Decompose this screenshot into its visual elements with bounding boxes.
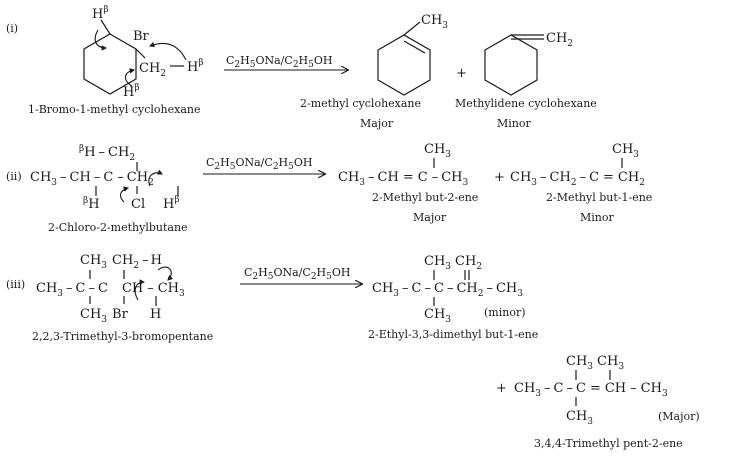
product-minor-status-ii: Minor [580,211,614,224]
h-beta-left-ii: βH [83,196,100,212]
product-major-name-i: 2-methyl cyclohexane [300,97,421,110]
methyl-bottom-minor-iii: CH3 [424,307,451,325]
electron-arrow-3 [94,29,108,51]
chain-minor-iii: CH3–C–C–CH2–CH3 [372,281,523,299]
ch2-label-i: CH2 [139,61,166,79]
ch2-bond-i [135,48,146,59]
reagent-i: C2H5ONa/C2H5OH [226,54,333,70]
methyl-bond-major-i [403,21,421,36]
product-major-name-ii: 2-Methyl but-2-ene [372,191,478,204]
electron-arrow-2 [124,68,136,87]
reaction-i-label: (i) [6,22,18,35]
methyl-top-major-ii: CH3 [424,142,451,160]
product-minor-name-iii: 2-Ethyl-3,3-dimethyl but-1-ene [368,328,538,341]
reagent-ii: C2H5ONa/C2H5OH [206,156,313,172]
chain-ii: CH3–CH–C–CH2 [30,170,154,188]
chain-major-ii: CH3–CH=C–CH3 [338,170,468,188]
product-minor-name-ii: 2-Methyl but-1-ene [546,191,652,204]
product-minor-name-i: Methylidene cyclohexane [455,97,597,110]
methylidene-label: CH2 [546,31,573,49]
product-minor-status-i: Minor [497,117,531,130]
h-beta-ch2-ii: βH–CH2 [79,144,135,163]
product-major-status-iii: (Major) [658,410,700,423]
product-major-name-iii: 3,4,4-Trimethyl pent-2-ene [534,437,683,450]
bromine-label: Br [133,29,150,44]
h-beta-bottom: Hβ [123,83,140,100]
reagent-iii: C2H5ONa/C2H5OH [244,266,351,282]
product-ring-major-i [377,34,431,96]
electron-arrow-ii-b [148,169,163,187]
plus-ii: + [494,170,505,185]
reactant-name-ii: 2-Chloro-2-methylbutane [48,221,188,234]
h-beta-right: Hβ [187,58,204,75]
plus-iii: + [496,381,507,396]
product-ring-minor-i [484,34,538,96]
chain-major-iii: CH3–C–C=CH–CH3 [514,381,668,399]
h-beta-top: Hβ [92,5,109,22]
electron-arrow-iii-b [134,279,146,301]
product-major-status-ii: Major [413,211,447,224]
electron-arrow-1 [148,41,187,61]
electron-arrow-iii-a [157,266,174,281]
methyl-label-major-i: CH3 [421,13,448,31]
reaction-iii-label: (iii) [6,278,25,291]
reactant-name-i: 1-Bromo-1-methyl cyclohexane [28,103,200,116]
electron-arrow-ii-a [119,186,130,203]
chlorine-ii: Cl [131,197,145,212]
reaction-ii-label: (ii) [6,170,22,183]
h-beta-right-ii: Hβ [163,195,180,212]
product-major-status-i: Major [360,117,394,130]
methyl-bottom-major-iii: CH3 [566,409,593,427]
double-bond-major-i [403,40,426,54]
h-bond-top [100,19,111,35]
product-minor-status-iii: (minor) [484,306,526,319]
methyl-top-minor-ii: CH3 [612,142,639,160]
plus-i: + [456,66,467,81]
chain-minor-ii: CH3–CH2–C=CH2 [510,170,645,188]
reactant-name-iii: 2,2,3-Trimethyl-3-bromopentane [32,330,213,343]
h-bottom-iii: H [150,307,161,322]
